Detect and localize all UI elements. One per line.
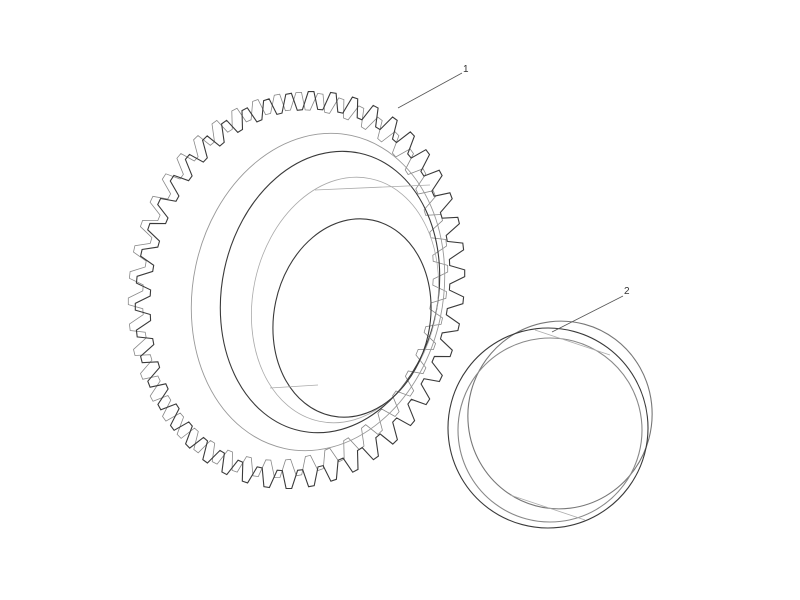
hub-seam-line	[269, 384, 319, 389]
gear-hub-outer	[219, 150, 441, 434]
gear-teeth-back-edge	[127, 91, 449, 479]
gear-part	[127, 90, 466, 490]
bushing-seam-line	[509, 494, 586, 521]
leader-line-2	[551, 295, 624, 333]
gear-teeth-outline	[134, 90, 466, 490]
bushing-front-outer	[447, 327, 649, 529]
leader-line-1	[397, 72, 463, 109]
gear-face-ring	[190, 132, 446, 452]
bushing-back-edge	[467, 320, 653, 510]
gear-bore	[272, 218, 432, 418]
bushing-front-inner	[457, 337, 643, 523]
bushing-seam-line	[534, 329, 611, 356]
callout-label-1: 1	[463, 64, 469, 75]
gear-hub-step	[250, 176, 440, 424]
hub-seam-line	[314, 184, 431, 191]
bushing-part	[447, 320, 653, 529]
callout-label-2: 2	[624, 286, 630, 297]
